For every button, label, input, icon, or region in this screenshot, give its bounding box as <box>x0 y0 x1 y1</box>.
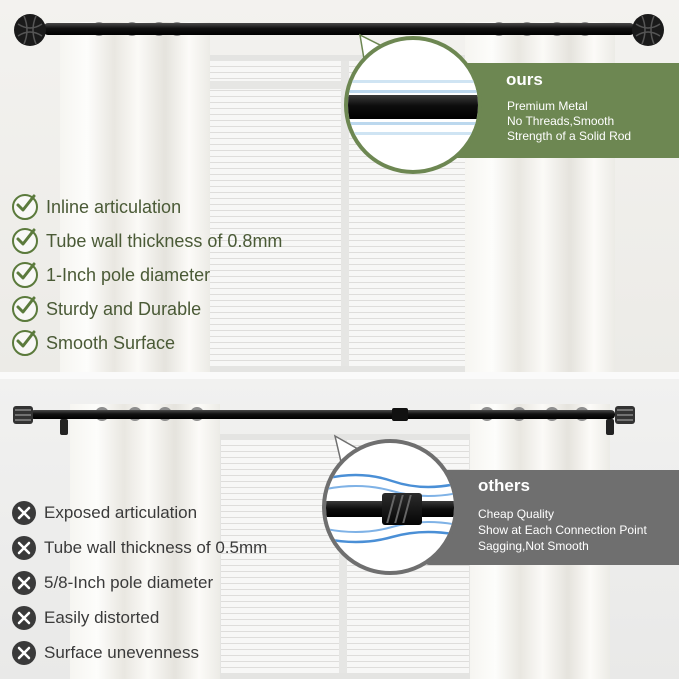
others-panel: others Cheap Quality Show at Each Connec… <box>0 379 679 679</box>
ours-feature-item: Sturdy and Durable <box>12 296 201 322</box>
others-feature-item: Tube wall thickness of 0.5mm <box>12 536 267 560</box>
rod-joint-closeup <box>382 493 422 525</box>
feature-label: Smooth Surface <box>46 332 176 353</box>
check-circle-icon <box>12 330 38 356</box>
check-circle-icon <box>12 194 38 220</box>
x-circle-icon <box>12 536 36 560</box>
finial-left-icon <box>13 406 33 424</box>
curtain-rod <box>44 23 634 35</box>
curtain-rod <box>30 410 615 419</box>
others-info-box: others Cheap Quality Show at Each Connec… <box>420 470 679 565</box>
ours-title: ours <box>506 70 543 89</box>
feature-label: 1-Inch pole diameter <box>46 264 211 285</box>
bracket-left <box>60 419 68 435</box>
ours-feature-item: 1-Inch pole diameter <box>12 262 210 288</box>
others-feature-item: Exposed articulation <box>12 501 197 525</box>
ours-line-1: Premium Metal <box>507 99 588 113</box>
feature-label: Surface unevenness <box>44 643 199 662</box>
curtain-left <box>70 404 220 679</box>
ours-line-3: Strength of a Solid Rod <box>507 129 632 143</box>
x-circle-icon <box>12 571 36 595</box>
feature-label: Easily distorted <box>44 608 160 627</box>
feature-label: Tube wall thickness of 0.5mm <box>44 538 268 557</box>
others-feature-item: Easily distorted <box>12 606 159 630</box>
check-circle-icon <box>12 296 38 322</box>
x-circle-icon <box>12 606 36 630</box>
ours-line-2: No Threads,Smooth <box>507 114 615 128</box>
others-feature-item: Surface unevenness <box>12 641 199 665</box>
ours-feature-item: Tube wall thickness of 0.8mm <box>12 228 282 254</box>
finial-left-icon <box>14 14 46 46</box>
x-circle-icon <box>12 641 36 665</box>
others-zoom-circle <box>322 439 458 575</box>
others-line-3: Sagging,Not Smooth <box>478 539 589 553</box>
feature-label: Sturdy and Durable <box>46 298 202 319</box>
feature-label: Exposed articulation <box>44 503 198 522</box>
finial-right-icon <box>632 14 664 46</box>
rod-closeup <box>348 95 478 119</box>
feature-label: Inline articulation <box>46 196 182 217</box>
check-circle-icon <box>12 228 38 254</box>
check-circle-icon <box>12 262 38 288</box>
ours-zoom-circle <box>344 36 482 174</box>
others-line-2: Show at Each Connection Point <box>478 523 647 537</box>
ours-feature-item: Smooth Surface <box>12 330 175 356</box>
x-circle-icon <box>12 501 36 525</box>
bracket-right <box>606 419 614 435</box>
others-feature-item: 5/8-Inch pole diameter <box>12 571 213 595</box>
others-title: others <box>478 476 530 495</box>
feature-label: Tube wall thickness of 0.8mm <box>46 230 283 251</box>
ours-panel: ours Premium Metal No Threads,Smooth Str… <box>0 0 679 372</box>
ours-feature-item: Inline articulation <box>12 194 181 220</box>
curtain-left <box>60 22 210 372</box>
feature-label: 5/8-Inch pole diameter <box>44 573 214 592</box>
others-line-1: Cheap Quality <box>478 507 555 521</box>
ours-info-box: ours Premium Metal No Threads,Smooth Str… <box>440 63 679 158</box>
finial-right-icon <box>615 406 635 424</box>
